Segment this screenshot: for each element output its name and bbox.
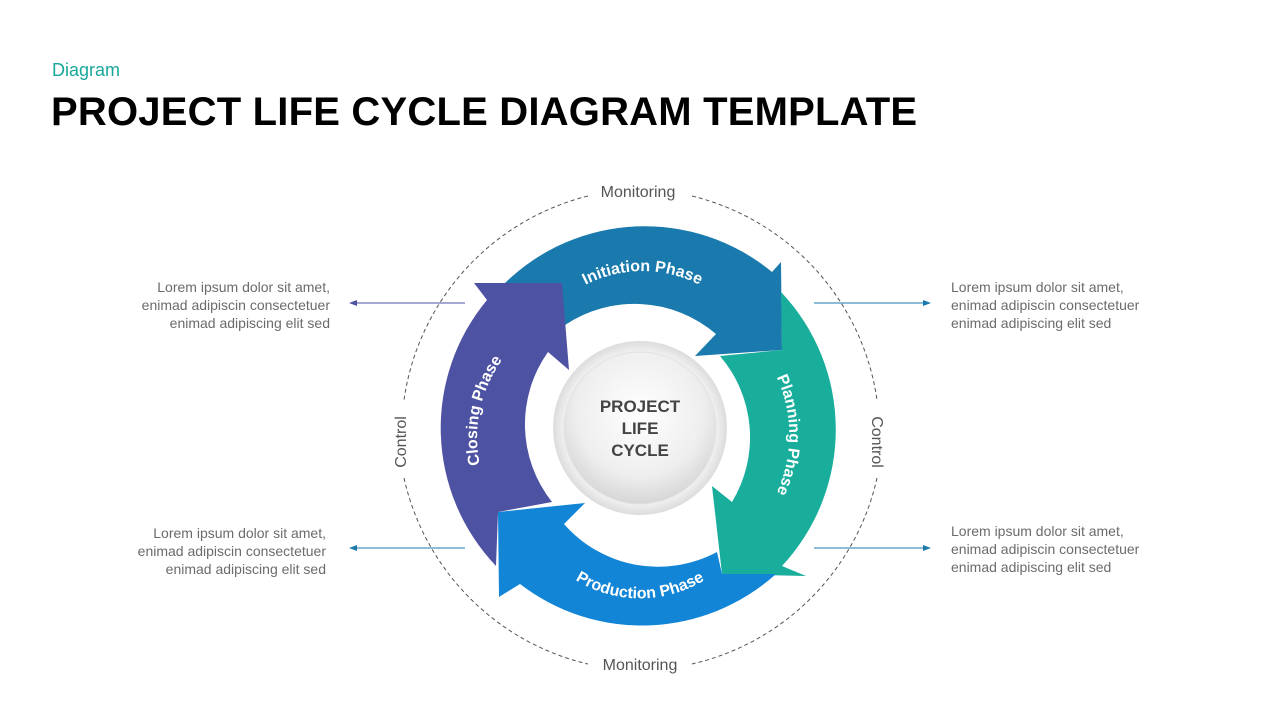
note-line: enimad adipiscin consectetuer [951, 297, 1140, 313]
hub-circle [563, 351, 717, 505]
note-line: enimad adipiscin consectetuer [141, 297, 330, 313]
note-line: Lorem ipsum dolor sit amet, [157, 279, 330, 295]
planning-phase-arrow [712, 292, 836, 576]
note-bottom-left: Lorem ipsum dolor sit amet, enimad adipi… [106, 524, 326, 578]
note-line: enimad adipiscing elit sed [165, 561, 326, 577]
connector-bottom-right [814, 545, 931, 551]
section-kicker: Diagram [52, 60, 121, 80]
note-line: Lorem ipsum dolor sit amet, [951, 279, 1124, 295]
note-line: Lorem ipsum dolor sit amet, [951, 523, 1124, 539]
production-phase-arrow [498, 503, 776, 626]
initiation-phase-arrow [505, 226, 782, 356]
connector-bottom-left [349, 545, 465, 551]
hub-title-line: PROJECT [599, 397, 681, 416]
connector-top-left [349, 300, 465, 306]
monitoring-label-bottom: Monitoring [603, 657, 678, 674]
closing-phase-arrow [440, 283, 569, 566]
control-label-right: Control [868, 416, 885, 468]
note-line: enimad adipiscin consectetuer [137, 543, 326, 559]
note-line: enimad adipiscing elit sed [169, 315, 330, 331]
note-line: enimad adipiscing elit sed [951, 559, 1112, 575]
note-top-left: Lorem ipsum dolor sit amet, enimad adipi… [110, 278, 330, 332]
note-line: enimad adipiscin consectetuer [951, 541, 1140, 557]
page-title: PROJECT LIFE CYCLE DIAGRAM TEMPLATE [51, 90, 918, 134]
hub-title: PROJECT LIFE CYCLE [560, 396, 720, 462]
note-line: Lorem ipsum dolor sit amet, [153, 525, 326, 541]
monitoring-ring [403, 195, 878, 665]
hub-title-line: CYCLE [611, 441, 669, 460]
control-label-left: Control [393, 416, 410, 468]
note-line: enimad adipiscing elit sed [951, 315, 1112, 331]
monitoring-label-top: Monitoring [601, 184, 676, 201]
connector-top-right [814, 300, 931, 306]
note-top-right: Lorem ipsum dolor sit amet, enimad adipi… [951, 278, 1171, 332]
note-bottom-right: Lorem ipsum dolor sit amet, enimad adipi… [951, 522, 1171, 576]
hub-title-line: LIFE [621, 419, 659, 438]
